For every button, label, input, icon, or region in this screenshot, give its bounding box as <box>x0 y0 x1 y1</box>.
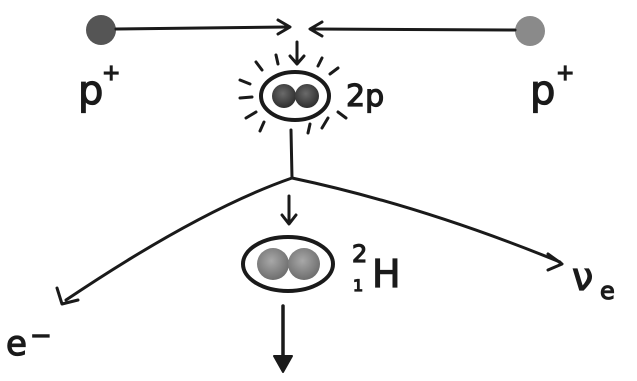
electron-arrowhead <box>57 288 78 304</box>
diproton-nucleon-right <box>295 84 319 108</box>
electron-charge: − <box>30 321 52 351</box>
proton-left-ball <box>86 15 116 45</box>
diproton <box>240 55 346 133</box>
proton-right-path <box>314 29 515 30</box>
deuterium-atomic-number: 1 <box>353 276 363 295</box>
deuterium-continues-arrow <box>274 306 292 372</box>
deuterium-symbol: H <box>372 252 401 296</box>
neutrino-arrowhead <box>548 254 562 270</box>
proton-left-label: p <box>78 68 103 114</box>
proton-right-label: p <box>530 68 555 114</box>
electron-label: e <box>6 324 27 364</box>
proton-left <box>86 15 290 45</box>
diproton-nucleon-left <box>272 84 296 108</box>
proton-right-ball <box>515 16 545 46</box>
proton-right <box>310 16 545 46</box>
arrow-to-diproton <box>290 42 304 64</box>
proton-left-path <box>116 27 286 29</box>
proton-right-charge: + <box>556 61 574 86</box>
deuterium-nucleon-left <box>257 248 289 280</box>
branch-to-neutrino <box>292 178 560 262</box>
deuterium-mass-number: 2 <box>352 240 367 268</box>
proton-left-charge: + <box>102 61 120 86</box>
neutrino-subscript: e <box>600 277 615 305</box>
neutrino-symbol: ν <box>572 255 593 299</box>
deuterium-nucleon-right <box>288 248 320 280</box>
diproton-label: 2p <box>346 79 384 114</box>
deuterium <box>243 237 333 291</box>
